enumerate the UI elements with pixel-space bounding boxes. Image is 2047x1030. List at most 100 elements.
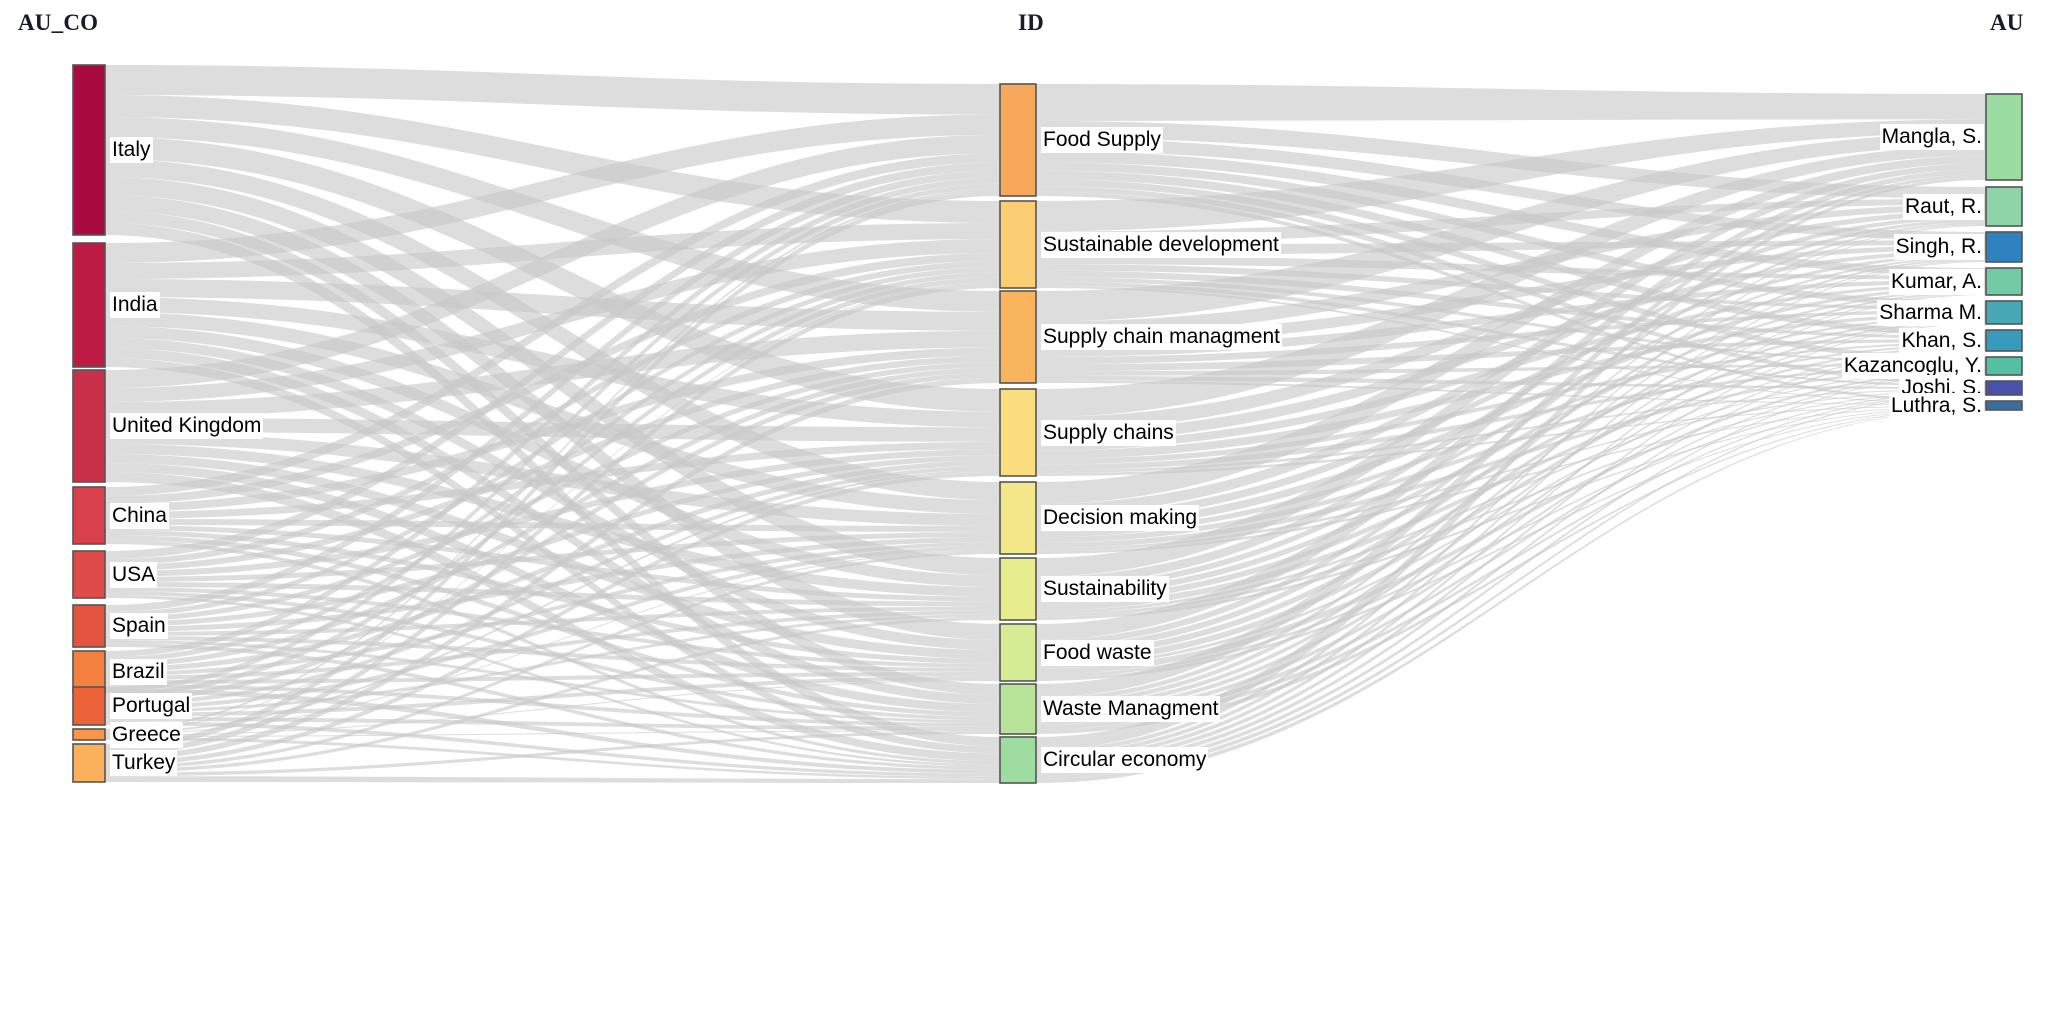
sankey-link[interactable] — [1036, 177, 1986, 750]
sankey-link[interactable] — [105, 460, 1000, 672]
sankey-link[interactable] — [1036, 289, 1986, 599]
sankey-link[interactable] — [105, 737, 1000, 780]
sankey-link[interactable] — [105, 731, 1000, 777]
sankey-link[interactable] — [105, 114, 1000, 263]
sankey-link[interactable] — [1036, 245, 1986, 348]
sankey-link[interactable] — [1036, 391, 1986, 617]
sankey-link[interactable] — [105, 223, 1000, 279]
sankey-link[interactable] — [105, 347, 1000, 512]
sankey-link[interactable] — [1036, 380, 1986, 406]
sankey-link[interactable] — [1036, 323, 1986, 767]
sankey-node-au_co-9[interactable] — [72, 743, 106, 783]
sankey-link[interactable] — [1036, 346, 1986, 611]
sankey-node-id-6[interactable] — [999, 623, 1037, 682]
sankey-link[interactable] — [105, 372, 1000, 702]
sankey-link[interactable] — [1036, 155, 1986, 505]
sankey-link[interactable] — [105, 170, 1000, 612]
sankey-link[interactable] — [1036, 394, 1986, 779]
sankey-link[interactable] — [105, 676, 1000, 717]
sankey-node-au-2[interactable] — [1985, 231, 2023, 263]
sankey-link[interactable] — [1036, 405, 1986, 476]
sankey-link[interactable] — [105, 377, 1000, 762]
sankey-link[interactable] — [105, 542, 1000, 676]
sankey-node-au_co-2[interactable] — [72, 369, 106, 483]
sankey-link[interactable] — [1036, 84, 1986, 121]
sankey-link[interactable] — [105, 117, 1000, 312]
sankey-link[interactable] — [1036, 409, 1986, 783]
sankey-link[interactable] — [1036, 258, 1986, 653]
sankey-link[interactable] — [105, 469, 1000, 734]
sankey-link[interactable] — [105, 684, 1000, 727]
sankey-node-au_co-7[interactable] — [72, 686, 106, 726]
sankey-link[interactable] — [1036, 349, 1986, 721]
sankey-link[interactable] — [1036, 161, 1986, 307]
sankey-link[interactable] — [105, 183, 1000, 693]
sankey-link[interactable] — [1036, 310, 1986, 365]
sankey-link[interactable] — [1036, 373, 1986, 725]
sankey-link[interactable] — [105, 188, 1000, 731]
sankey-link[interactable] — [105, 65, 1000, 115]
sankey-node-au-4[interactable] — [1985, 300, 2023, 325]
sankey-link[interactable] — [105, 362, 1000, 622]
sankey-link[interactable] — [105, 282, 1000, 732]
sankey-link[interactable] — [1036, 163, 1986, 577]
sankey-link[interactable] — [1036, 371, 1986, 675]
sankey-node-au-7[interactable] — [1985, 380, 2023, 396]
sankey-node-au_co-5[interactable] — [72, 604, 106, 648]
sankey-link[interactable] — [1036, 225, 1986, 754]
sankey-link[interactable] — [105, 776, 1000, 783]
sankey-link[interactable] — [105, 680, 1000, 736]
sankey-link[interactable] — [105, 326, 1000, 588]
sankey-link[interactable] — [105, 672, 1000, 684]
sankey-link[interactable] — [105, 606, 1000, 636]
sankey-link[interactable] — [1036, 393, 1986, 730]
sankey-node-id-4[interactable] — [999, 481, 1037, 555]
sankey-link[interactable] — [105, 95, 1000, 223]
sankey-link[interactable] — [1036, 405, 1986, 554]
sankey-node-au_co-1[interactable] — [72, 242, 106, 368]
sankey-link[interactable] — [1036, 260, 1986, 707]
sankey-link[interactable] — [105, 530, 1000, 664]
sankey-node-au_co-8[interactable] — [72, 728, 106, 741]
sankey-node-au-6[interactable] — [1985, 356, 2023, 376]
sankey-link[interactable] — [1036, 316, 1986, 538]
sankey-link[interactable] — [105, 721, 1000, 777]
sankey-link[interactable] — [1036, 174, 1986, 698]
sankey-link[interactable] — [105, 177, 1000, 657]
sankey-node-id-5[interactable] — [999, 557, 1037, 621]
sankey-link[interactable] — [105, 137, 1000, 412]
sankey-link[interactable] — [1036, 322, 1986, 716]
sankey-link[interactable] — [1036, 390, 1986, 552]
sankey-link[interactable] — [105, 610, 1000, 680]
sankey-link[interactable] — [105, 717, 1000, 731]
sankey-link[interactable] — [105, 272, 1000, 662]
sankey-link[interactable] — [1036, 270, 1986, 339]
sankey-link[interactable] — [1036, 374, 1986, 775]
sankey-link[interactable] — [1036, 137, 1986, 241]
sankey-link[interactable] — [1036, 261, 1986, 758]
sankey-link[interactable] — [105, 640, 1000, 724]
sankey-link[interactable] — [1036, 406, 1986, 620]
sankey-link[interactable] — [105, 471, 1000, 766]
sankey-node-id-7[interactable] — [999, 683, 1037, 735]
sankey-link[interactable] — [105, 267, 1000, 617]
sankey-link[interactable] — [105, 153, 1000, 496]
sankey-node-id-0[interactable] — [999, 83, 1037, 197]
sankey-link[interactable] — [1036, 169, 1986, 640]
sankey-link[interactable] — [105, 551, 1000, 770]
sankey-link[interactable] — [1036, 320, 1986, 666]
sankey-link[interactable] — [105, 441, 1000, 519]
sankey-link[interactable] — [1036, 249, 1986, 443]
sankey-link[interactable] — [105, 261, 1000, 565]
sankey-node-au_co-3[interactable] — [72, 486, 106, 545]
sankey-node-au_co-4[interactable] — [72, 550, 106, 599]
sankey-link[interactable] — [1036, 145, 1986, 418]
sankey-link[interactable] — [105, 546, 1000, 710]
sankey-link[interactable] — [105, 283, 1000, 756]
sankey-link[interactable] — [105, 532, 1000, 582]
sankey-link[interactable] — [1036, 119, 1986, 232]
sankey-link[interactable] — [1036, 291, 1986, 659]
sankey-link[interactable] — [105, 449, 1000, 577]
sankey-link[interactable] — [1036, 253, 1986, 524]
sankey-link[interactable] — [1036, 133, 1986, 322]
